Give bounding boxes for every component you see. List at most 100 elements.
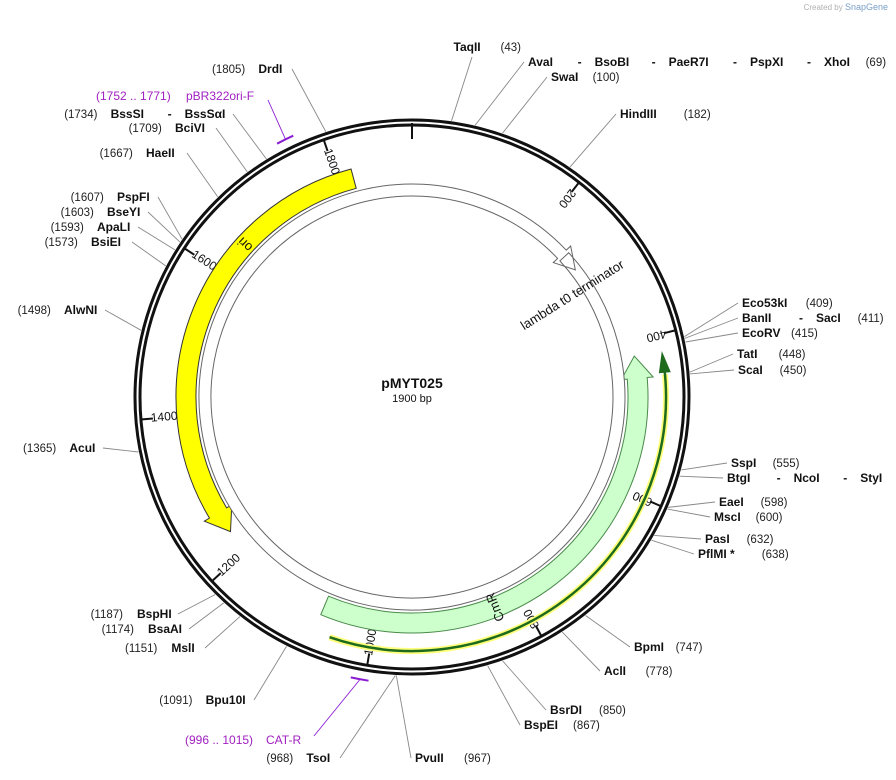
primer-pbr322ori-f-mark: [276, 134, 294, 145]
site-position: (598): [761, 497, 788, 509]
site-separator: -: [168, 107, 172, 121]
site-leader-line: [502, 660, 547, 711]
site-position: (1667): [100, 148, 133, 160]
site-leader-line: [147, 211, 181, 243]
site-position: (747): [676, 642, 703, 654]
site-leader-line: [689, 353, 734, 373]
site-leader-line: [690, 369, 735, 375]
enzyme-name: PaeR7I: [669, 55, 709, 69]
enzyme-name: TatI: [737, 347, 757, 361]
enzyme-name: MslI: [171, 641, 194, 655]
site-leader-line: [561, 631, 601, 672]
backbone-outer-circle: [133, 118, 691, 676]
site-position: (968): [266, 753, 293, 765]
enzyme-name: BssSI: [111, 107, 144, 121]
site-position: (850): [599, 705, 626, 717]
site-separator: -: [733, 55, 737, 69]
site-position: (448): [779, 349, 806, 361]
tick-mark: [663, 329, 676, 335]
tick-mark: [366, 653, 371, 666]
site-position: (1593): [51, 222, 84, 234]
tick-mark: [140, 417, 153, 421]
site-leader-line: [651, 539, 695, 555]
plasmid-name: pMYT025: [381, 375, 443, 391]
site-leader-line: [487, 665, 521, 726]
backbone: [133, 118, 691, 676]
orf-line: [329, 367, 668, 653]
enzyme-name: TaqII: [454, 40, 481, 54]
enzyme-name: BsoBI: [595, 55, 630, 69]
enzyme-name: BpmI: [634, 640, 664, 654]
enzyme-name: PasI: [705, 532, 730, 546]
site-position: (1734): [64, 109, 97, 121]
enzyme-name: PspFI: [117, 190, 150, 204]
primer-name: CAT-R: [266, 733, 301, 747]
enzyme-name: HindIII: [620, 107, 657, 121]
site-leader-line: [104, 309, 142, 331]
tick-label: 1400: [150, 409, 178, 425]
site-separator: -: [799, 311, 803, 325]
primer-range: (996 .. 1015): [185, 733, 253, 747]
site-position: (1187): [91, 609, 124, 621]
enzyme-name: AclI: [604, 664, 626, 678]
primer-leader-line: [313, 678, 361, 737]
site-position: (415): [791, 328, 818, 340]
primer-range: (1752 .. 1771): [96, 89, 171, 103]
enzyme-name: BseYI: [107, 205, 140, 219]
ori-feature-arrow: [175, 168, 357, 533]
site-separator: -: [578, 55, 582, 69]
site-position: (600): [756, 512, 783, 524]
enzyme-name: EaeI: [719, 495, 744, 509]
orf-arrowhead: [658, 351, 671, 374]
enzyme-name: BsiEI: [91, 235, 121, 249]
enzyme-name: SwaI: [551, 70, 578, 84]
site-separator: -: [652, 55, 656, 69]
enzyme-name: TsoI: [306, 751, 330, 765]
tick-label: 400: [645, 327, 668, 346]
site-position: (1498): [18, 305, 51, 317]
enzyme-name: BciVI: [175, 121, 205, 135]
tick-label: 200: [556, 186, 580, 211]
enzyme-name: SspI: [731, 456, 756, 470]
enzyme-name: AvaI: [528, 55, 553, 69]
enzyme-name: NcoI: [794, 471, 820, 485]
enzyme-name: BsaAI: [148, 622, 182, 636]
site-leader-line: [684, 317, 739, 339]
enzyme-name: BsrDI: [550, 703, 582, 717]
site-leader-line: [667, 508, 711, 518]
site-leader-line: [679, 475, 724, 479]
site-position: (778): [646, 666, 673, 678]
enzyme-name: MscI: [714, 510, 741, 524]
site-leader-line: [654, 534, 702, 540]
site-leader-line: [451, 56, 473, 121]
site-leader-line: [395, 675, 412, 759]
site-position: (1151): [125, 643, 158, 655]
primers: (1752 .. 1771)pBR322ori-F(996 .. 1015)CA…: [96, 89, 369, 747]
site-position: (638): [762, 549, 789, 561]
tick-mark: [570, 181, 580, 193]
enzyme-name: PspXI: [750, 55, 783, 69]
site-position: (1607): [71, 192, 104, 204]
site-position: (409): [806, 298, 833, 310]
site-separator: -: [843, 471, 847, 485]
site-leader-line: [137, 226, 176, 251]
site-position: (1709): [129, 123, 162, 135]
restriction-sites: TaqII(43)AvaI-BsoBI-PaeR7I-PspXI-XhoI(69…: [18, 40, 887, 765]
site-leader-line: [502, 76, 548, 134]
site-position: (967): [464, 753, 491, 765]
site-leader-line: [232, 113, 267, 160]
enzyme-name: ScaI: [738, 363, 763, 377]
enzyme-name: BspEI: [524, 718, 558, 732]
site-position: (1603): [61, 207, 94, 219]
enzyme-name: ApaLI: [97, 220, 130, 234]
enzyme-name: BanII: [742, 311, 771, 325]
site-leader-line: [204, 616, 241, 649]
tick-mark: [534, 625, 543, 637]
enzyme-name: HaeII: [146, 146, 175, 160]
snapgene-logo: SnapGene: [844, 2, 888, 12]
site-leader-line: [157, 196, 183, 240]
site-leader-line: [585, 615, 631, 648]
site-position: (182): [684, 109, 711, 121]
